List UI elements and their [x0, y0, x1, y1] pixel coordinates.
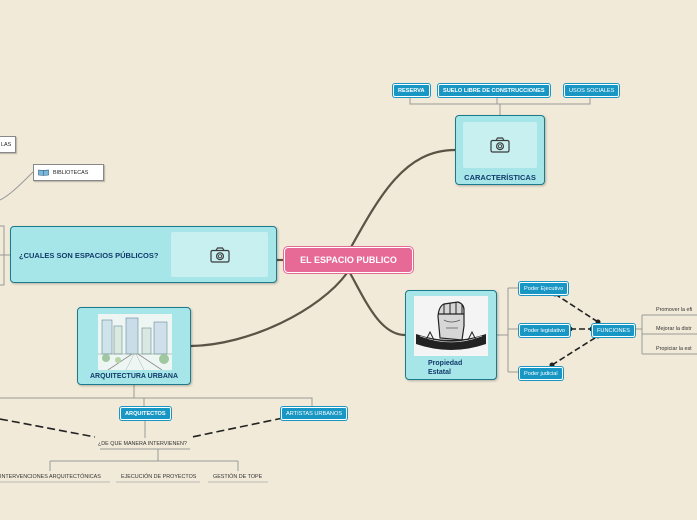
- branch-arquitectura: [190, 272, 348, 348]
- line-arquitectura-children: [0, 385, 313, 406]
- topic-poder-ejecutivo-label: Poder Ejecutivo: [524, 285, 564, 292]
- funcion-item-label: Mejorar la distr: [656, 326, 692, 332]
- topic-arquitectos[interactable]: ARQUITECTOS: [120, 407, 171, 420]
- central-topic-label: EL ESPACIO PUBLICO: [300, 255, 397, 265]
- image-placeholder: [463, 122, 537, 168]
- arquitectura-title: ARQUITECTURA URBANA: [89, 373, 178, 380]
- topic-poder-judicial[interactable]: Poder judicial: [519, 367, 563, 380]
- propiedad-card[interactable]: Propiedad Estatal: [405, 290, 497, 380]
- funcion-item-label: Promover la efi: [656, 307, 693, 313]
- answer-item[interactable]: GESTIÓN DE TOPE: [213, 473, 262, 481]
- camera-icon: [490, 137, 510, 153]
- line-intervienen-left: [0, 418, 96, 438]
- topic-reserva[interactable]: RESERVA: [393, 84, 430, 97]
- line-answers: [49, 448, 239, 471]
- city-illustration: [98, 314, 172, 370]
- answer-item-label: INTERVENCIONES ARQUITECTÓNICAS: [0, 474, 101, 480]
- topic-usos-sociales[interactable]: USOS SOCIALES: [564, 84, 620, 97]
- city-sketch-icon: [98, 314, 172, 370]
- topic-suelo-libre[interactable]: SUELO LIBRE DE CONSTRUCCIONES: [438, 84, 550, 97]
- raised-fist-icon: [414, 296, 488, 356]
- funcion-item[interactable]: Promover la efi: [656, 306, 692, 314]
- answer-item-label: GESTIÓN DE TOPE: [213, 474, 263, 480]
- topic-cut-off[interactable]: LAS: [0, 136, 17, 153]
- line-intervienen-right: [191, 417, 284, 438]
- funcion-item[interactable]: Mejorar la distr: [656, 325, 692, 333]
- funcion-item[interactable]: Propiciar la est: [656, 345, 692, 353]
- topic-bibliotecas-label: BIBLIOTECAS: [53, 169, 89, 176]
- topic-poder-judicial-label: Poder judicial: [524, 370, 558, 377]
- cuales-card[interactable]: ¿CUALES SON ESPACIOS PÚBLICOS?: [10, 226, 277, 283]
- topic-funciones[interactable]: FUNCIONES: [592, 324, 635, 337]
- line-caracteristicas-children: [409, 94, 591, 115]
- caracteristicas-card[interactable]: CARACTERÍSTICAS: [455, 115, 545, 185]
- topic-de-que-manera[interactable]: ¿DE QUE MANERA INTERVIENEN?: [98, 440, 187, 448]
- line-left-bracket: [0, 225, 5, 286]
- line-funciones: [630, 314, 697, 355]
- propiedad-title-line1: Propiedad: [428, 360, 463, 367]
- topic-poder-legislativo[interactable]: Poder legislativo: [519, 324, 571, 337]
- line-poder-ejecutivo: [554, 293, 599, 323]
- branch-propiedad: [349, 272, 406, 337]
- answer-item-label: EJECUCIÓN DE PROYECTOS: [121, 474, 197, 480]
- topic-usos-sociales-label: USOS SOCIALES: [569, 87, 615, 94]
- answer-item[interactable]: INTERVENCIONES ARQUITECTÓNICAS: [0, 473, 101, 481]
- central-topic[interactable]: EL ESPACIO PUBLICO: [284, 247, 413, 273]
- topic-de-que-manera-label: ¿DE QUE MANERA INTERVIENEN?: [98, 441, 187, 447]
- propiedad-title: Propiedad Estatal: [428, 359, 462, 377]
- funcion-item-label: Propiciar la est: [656, 346, 692, 352]
- topic-artistas-urbanos[interactable]: ARTISTAS URBANOS: [281, 407, 348, 420]
- propiedad-title-line2: Estatal: [428, 369, 451, 376]
- topic-reserva-label: RESERVA: [398, 87, 425, 94]
- topic-poder-ejecutivo[interactable]: Poder Ejecutivo: [519, 282, 569, 295]
- image-placeholder: [171, 232, 268, 277]
- fist-illustration: [414, 296, 488, 356]
- topic-poder-legislativo-label: Poder legislativo: [524, 327, 566, 334]
- line-poderes: [497, 287, 518, 373]
- line-bibliotecas: [0, 171, 34, 201]
- camera-icon: [209, 246, 230, 263]
- arquitectura-card[interactable]: ARQUITECTURA URBANA: [77, 307, 191, 385]
- answer-item[interactable]: EJECUCIÓN DE PROYECTOS: [121, 473, 196, 481]
- book-icon: [38, 169, 49, 176]
- topic-funciones-label: FUNCIONES: [597, 327, 630, 334]
- cuales-title: ¿CUALES SON ESPACIOS PÚBLICOS?: [19, 251, 159, 260]
- topic-cut-off-label: LAS: [1, 141, 12, 148]
- topic-bibliotecas[interactable]: BIBLIOTECAS: [33, 164, 104, 181]
- topic-arquitectos-label: ARQUITECTOS: [125, 410, 166, 417]
- caracteristicas-title: CARACTERÍSTICAS: [464, 173, 536, 182]
- topic-suelo-libre-label: SUELO LIBRE DE CONSTRUCCIONES: [443, 87, 545, 94]
- topic-artistas-urbanos-label: ARTISTAS URBANOS: [286, 410, 343, 417]
- branch-caracteristicas: [349, 148, 456, 250]
- line-poder-judicial: [551, 335, 599, 366]
